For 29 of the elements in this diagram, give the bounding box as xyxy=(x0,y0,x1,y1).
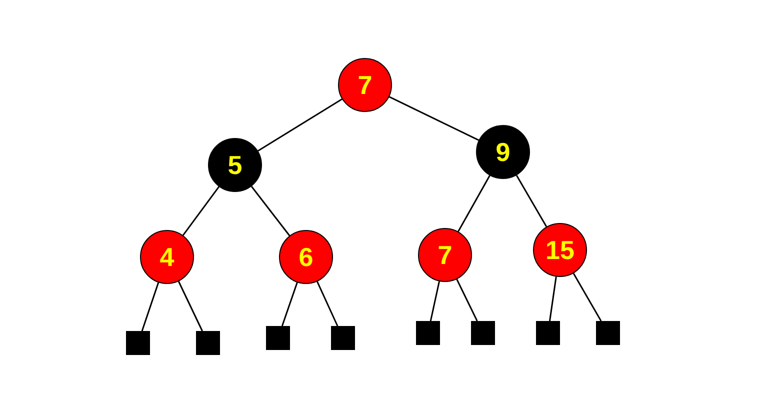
tree-edge xyxy=(430,281,440,322)
tree-edge xyxy=(549,276,557,322)
node-value: 6 xyxy=(298,244,314,270)
tree-edge xyxy=(178,281,203,332)
node-value: 5 xyxy=(228,152,242,178)
tree-edge xyxy=(281,282,298,326)
leaf-square xyxy=(266,326,290,350)
tree-edge xyxy=(258,98,342,152)
leaf-square xyxy=(416,321,440,345)
leaf-square xyxy=(596,321,620,345)
leaf-square xyxy=(536,321,560,345)
leaf-square xyxy=(126,331,150,355)
leaf-square xyxy=(331,326,355,350)
tree-edge xyxy=(456,278,478,322)
node-value: 15 xyxy=(546,237,574,263)
leaf-square xyxy=(196,331,220,355)
node-value: 7 xyxy=(438,242,452,268)
tree-edge xyxy=(458,175,490,232)
node-value: 4 xyxy=(160,244,174,270)
tree-edge xyxy=(316,281,338,326)
tree-edge xyxy=(572,273,602,322)
tree-edge xyxy=(388,96,480,141)
leaf-square xyxy=(471,321,495,345)
node-value: 7 xyxy=(358,72,372,98)
tree-edge xyxy=(250,186,290,236)
tree-edge xyxy=(141,282,160,332)
tree-edge xyxy=(516,174,548,228)
node-value: 9 xyxy=(496,139,510,165)
tree-edge xyxy=(182,186,220,236)
